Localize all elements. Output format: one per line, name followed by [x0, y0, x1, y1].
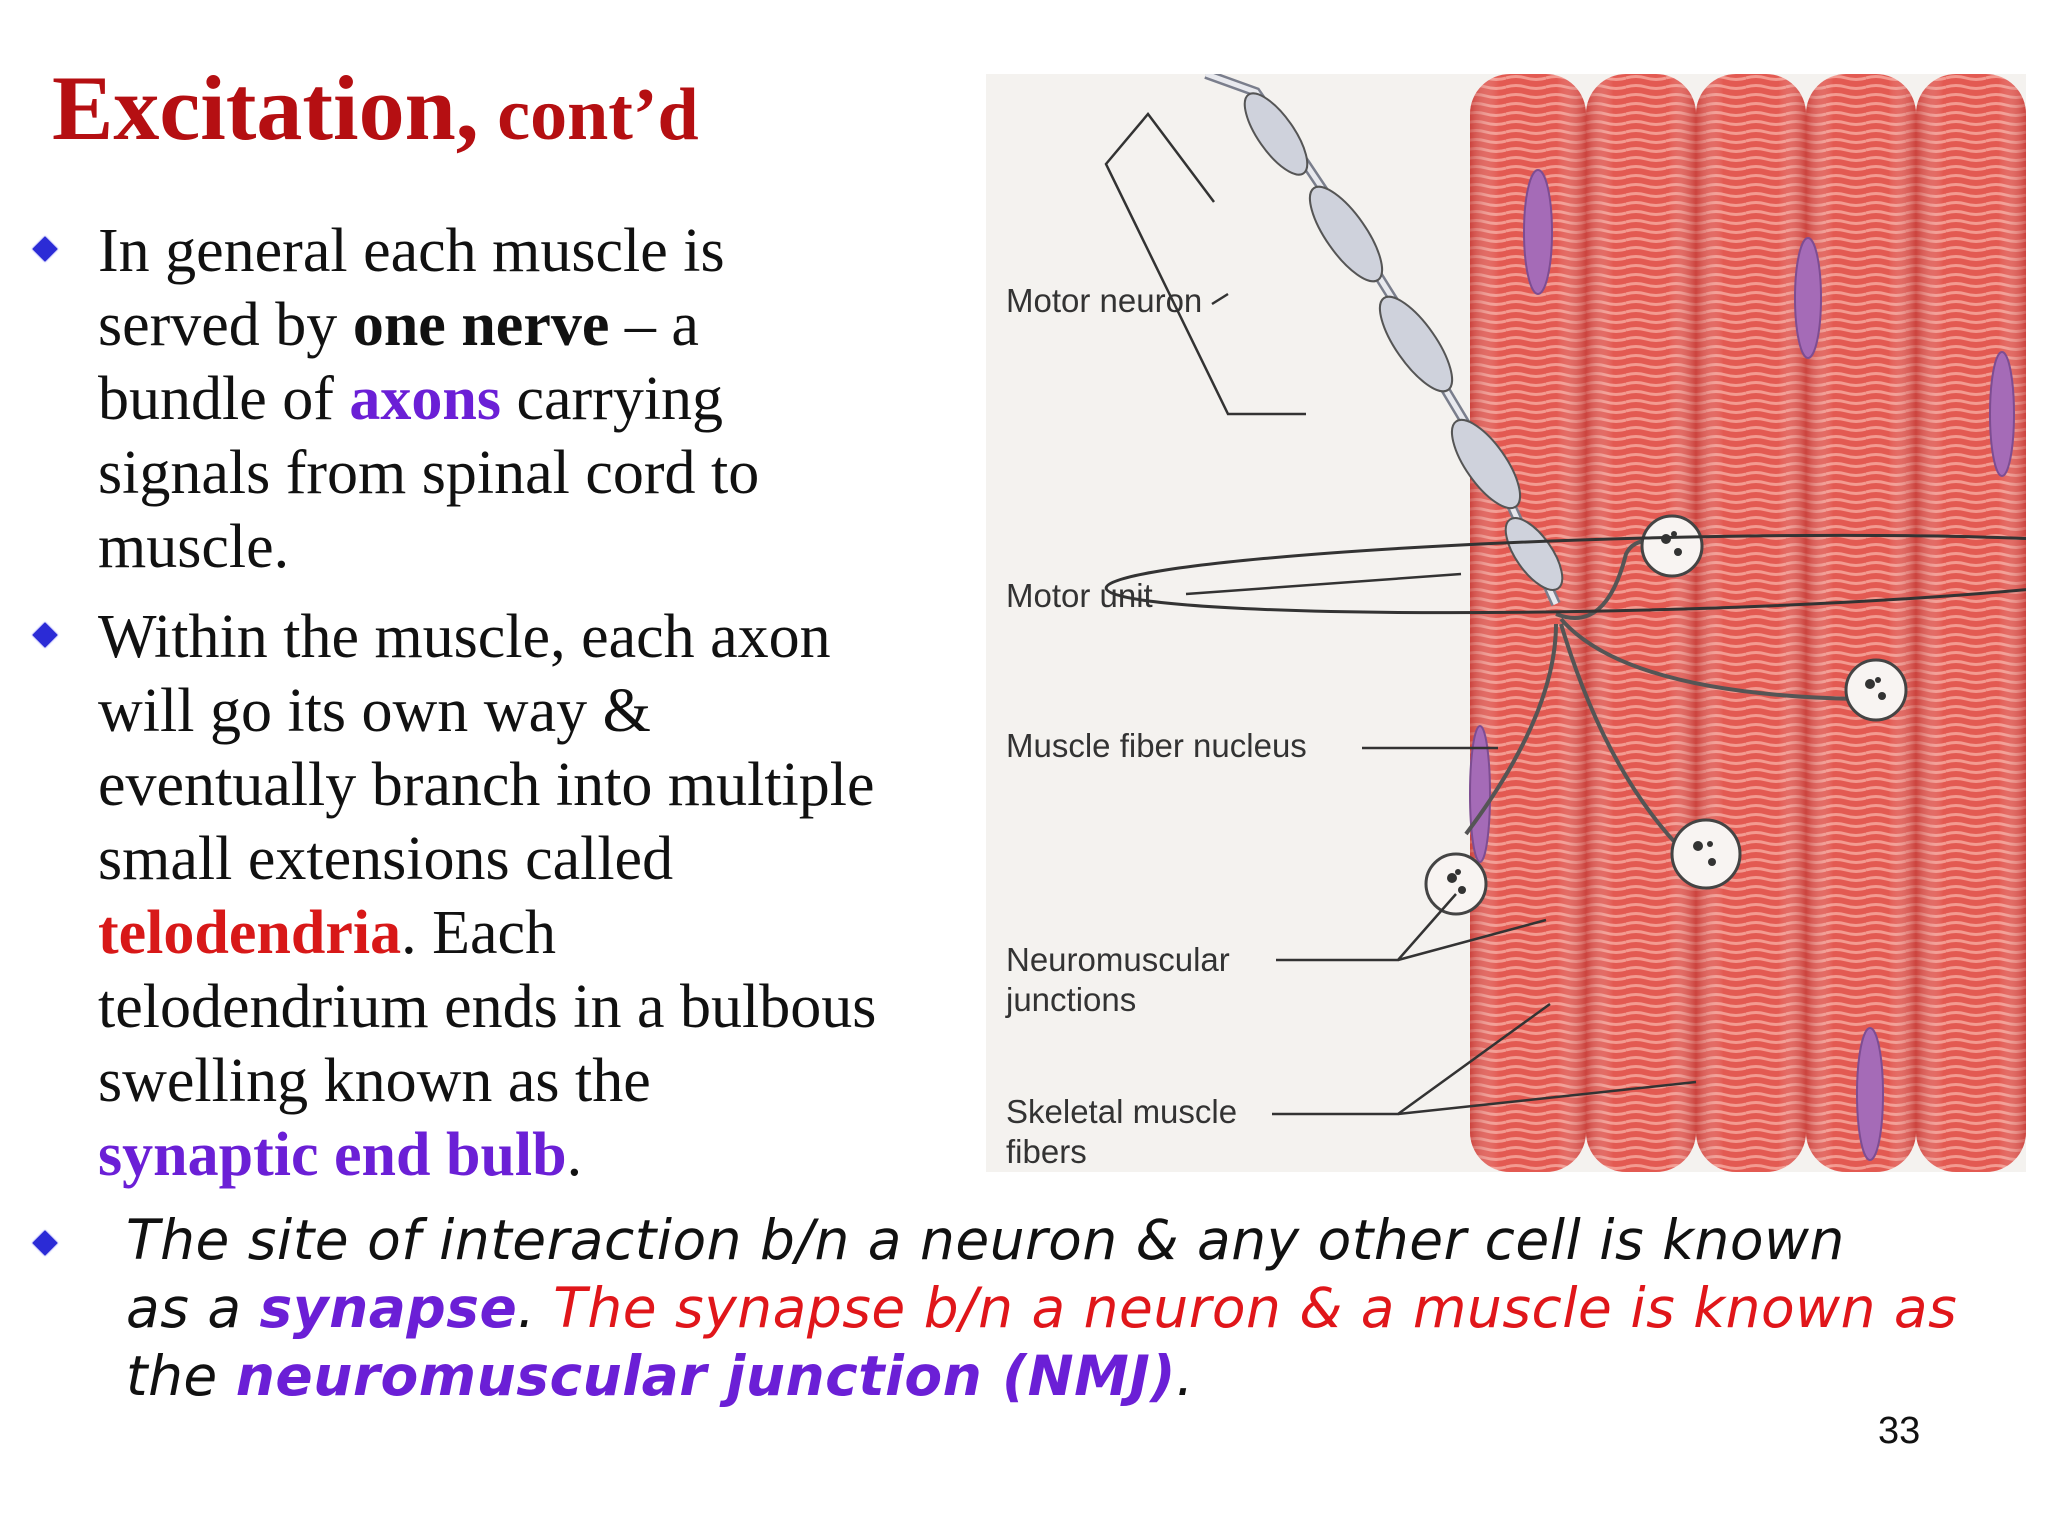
bullet-1-text: In general each muscle is served by one …	[98, 217, 760, 581]
title-sub: cont’d	[478, 74, 699, 156]
label-skeletal-muscle-fibers: Skeletal muscle fibers	[1006, 1093, 1238, 1170]
label-motor-unit: Motor unit	[1006, 577, 1153, 614]
motor-neuron-axon	[1204, 69, 1564, 607]
skeletal-muscle-fibers	[1470, 74, 2026, 1172]
muscle-fiber-nuclei	[1469, 169, 2015, 1161]
slide-title: Excitation, cont’d	[52, 62, 699, 154]
page-number: 33	[1878, 1410, 1921, 1452]
term-telodendria: telodendria	[98, 899, 402, 967]
title-main: Excitation,	[52, 57, 479, 159]
term-nmj: neuromuscular junction (NMJ)	[235, 1344, 1176, 1408]
bullet-3-text: The site of interaction b/n a neuron & a…	[126, 1208, 1958, 1408]
label-motor-neuron: Motor neuron	[1006, 282, 1203, 319]
bullet-diamond-icon	[32, 1230, 58, 1256]
motor-unit-figure: Motor neuron Motor unit Muscle fiber nuc…	[986, 69, 2048, 1172]
label-neuromuscular-junctions: Neuromuscular junctions	[1006, 941, 1230, 1018]
neuromuscular-junction-bulbs	[1424, 514, 1908, 916]
leader-lines	[1104, 111, 2048, 1116]
bullet-2-text: Within the muscle, each axon will go its…	[98, 603, 877, 1189]
label-muscle-fiber-nucleus: Muscle fiber nucleus	[1006, 727, 1307, 764]
term-synapse: synapse	[259, 1276, 518, 1340]
nmj-definition: The synapse b/n a neuron & a muscle is k…	[553, 1276, 1958, 1340]
bullet-diamond-icon	[32, 622, 58, 648]
term-axons: axons	[349, 365, 501, 433]
term-synaptic-end-bulb: synaptic end bulb	[98, 1121, 567, 1189]
muscle-fiber-illustration	[986, 69, 2048, 1172]
bullet-diamond-icon	[32, 236, 58, 262]
term-one-nerve: one nerve	[352, 291, 610, 359]
